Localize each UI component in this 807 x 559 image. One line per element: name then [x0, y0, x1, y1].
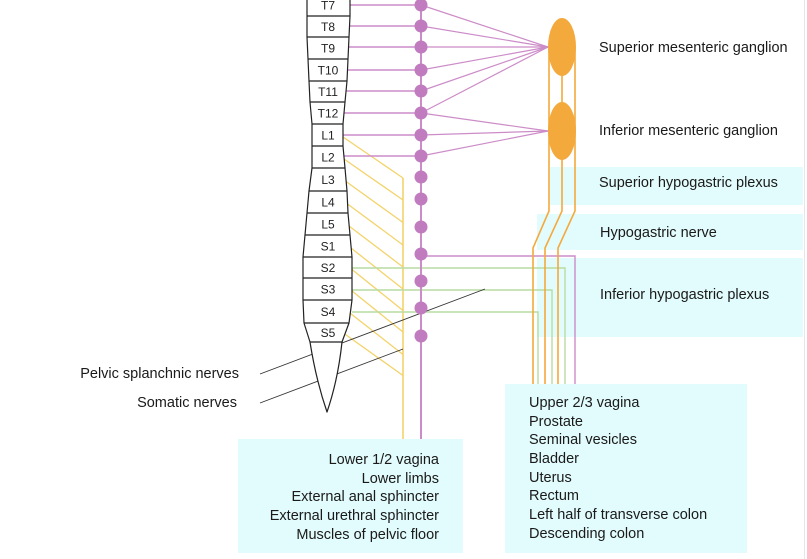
pelvic-splanchnic-line-s2: [352, 267, 566, 384]
vertebra-label-t11: T11: [318, 85, 338, 99]
vertebra-label-l4: L4: [321, 196, 335, 210]
somatic-nerve-line-l5: [348, 225, 404, 268]
sympathetic-ganglion-dot: [414, 170, 428, 184]
splanchnic-line-l1-to-inferior-mesenteric-ganglion: [420, 130, 549, 136]
somatic-nerve-line-s4: [350, 312, 404, 356]
somatic-nerve-line-l3: [345, 180, 404, 224]
somatic-targets-box: [238, 439, 463, 553]
somatic-target-item: Muscles of pelvic floor: [296, 526, 439, 543]
vertebra-label-s4: S4: [321, 305, 336, 319]
sympathetic-ganglion-dot: [414, 84, 428, 98]
ganglia: [548, 18, 576, 160]
vertebra-label-t9: T9: [321, 42, 335, 56]
autonomic-target-item: Rectum: [529, 488, 579, 505]
spine-outline: [302, 0, 353, 413]
sympathetic-ganglion-dot: [414, 247, 428, 261]
splanchnic-line-t8-to-superior-mesenteric-ganglion: [420, 25, 549, 48]
somatic-target-item: External anal sphincter: [291, 489, 440, 506]
sympathetic-ganglion-dot: [414, 149, 428, 163]
sympathetic-ganglion-dot: [414, 63, 428, 77]
autonomic-target-item: Left half of transverse colon: [529, 507, 708, 524]
somatic-target-item: Lower limbs: [361, 470, 439, 487]
somatic-nerve-line-l4: [347, 203, 404, 246]
autonomic-target-item: Upper 2/3 vagina: [529, 395, 640, 411]
sympathetic-ganglion-dot: [414, 274, 428, 288]
vertebra-label-l3: L3: [321, 173, 335, 187]
splanchnic-line-t12-to-inferior-mesenteric-ganglion: [420, 112, 549, 132]
vertebra-label-l2: L2: [321, 151, 335, 165]
autonomic-target-item: Uterus: [529, 469, 572, 486]
autonomic-target-item: Seminal vesicles: [529, 432, 637, 449]
vertebra-label-s5: S5: [321, 326, 336, 340]
sympathetic-ganglion-dot: [414, 0, 428, 12]
pelvic-splanchnic-nerves-label: Pelvic splanchnic nerves: [80, 366, 239, 382]
superior-mesenteric-ganglion: [548, 18, 576, 76]
somatic-nerve-line-l2: [343, 158, 404, 201]
hypogastric-nerve-box: [537, 214, 803, 250]
somatic-target-item: External urethral sphincter: [269, 508, 439, 525]
inferior-mesenteric-ganglion-label: Inferior mesenteric ganglion: [599, 123, 778, 139]
sympathetic-ganglion-dot: [414, 220, 428, 234]
sympathetic-ganglion-dot: [414, 128, 428, 142]
superior-hypogastric-plexus-box: [550, 167, 803, 205]
vertebra-label-l5: L5: [321, 218, 335, 232]
somatic-nerve-line-s5: [345, 333, 404, 377]
superior-hypogastric-plexus-label: Superior hypogastric plexus: [599, 175, 778, 191]
inferior-mesenteric-ganglion: [548, 102, 576, 160]
autonomic-target-item: Prostate: [529, 413, 583, 430]
splanchnic-line-l2-to-inferior-mesenteric-ganglion: [420, 130, 549, 157]
somatic-targets-list: Lower 1/2 vagina Lower limbs External an…: [270, 451, 439, 544]
pelvic-splanchnic-line-s4: [352, 311, 539, 384]
splanchnic-line-t11-to-superior-mesenteric-ganglion: [420, 46, 549, 92]
vertebra-label-l1: L1: [321, 129, 335, 143]
sympathetic-ganglion-dot: [414, 329, 428, 343]
sympathetic-ganglion-dot: [414, 192, 428, 206]
autonomic-target-item: Descending colon: [529, 525, 645, 542]
pelvic-splanchnic-line-s3: [352, 289, 553, 384]
vertebra-label-s2: S2: [321, 261, 336, 275]
superior-mesenteric-ganglion-label: Superior mesenteric ganglion: [599, 40, 788, 56]
pelvic-splanchnic-pointer-line: [259, 288, 486, 375]
autonomic-targets-list: Upper 2/3 vagina Prostate Seminal vesicl…: [529, 394, 707, 544]
splanchnic-line-t10-to-superior-mesenteric-ganglion: [420, 46, 549, 71]
sympathetic-ganglion-dot: [414, 301, 428, 315]
vertebra-label-t10: T10: [318, 64, 339, 78]
vertebra-label-s1: S1: [321, 240, 336, 254]
hypogastric-nerve-line: [532, 47, 550, 384]
somatic-target-item: Lower 1/2 vagina: [328, 452, 439, 468]
somatic-nerves-label: Somatic nerves: [137, 395, 237, 411]
sympathetic-ganglion-dot: [414, 40, 428, 54]
sacral-sympathetic-line: [421, 255, 576, 384]
somatic-nerve-line-l1: [342, 136, 404, 179]
right-border-line: [804, 0, 805, 559]
hypogastric-nerve-label: Hypogastric nerve: [600, 225, 717, 241]
vertebra-label-t12: T12: [318, 107, 339, 121]
sympathetic-ganglion-dot: [414, 19, 428, 33]
sympathetic-ganglion-dot: [414, 106, 428, 120]
vertebra-label-s3: S3: [321, 283, 336, 297]
splanchnic-line-t12-to-superior-mesenteric-ganglion: [420, 46, 549, 114]
inferior-hypogastric-plexus-box: [537, 258, 803, 337]
autonomic-target-item: Bladder: [529, 451, 579, 468]
vertebra-label-t8: T8: [321, 20, 335, 34]
sympathetic-chain: [414, 0, 428, 343]
vertebra-label-t7: T7: [321, 0, 335, 13]
splanchnic-line-t7-to-superior-mesenteric-ganglion: [420, 4, 549, 48]
inferior-hypogastric-plexus-label: Inferior hypogastric plexus: [600, 287, 770, 303]
autonomic-targets-box: [505, 384, 747, 553]
